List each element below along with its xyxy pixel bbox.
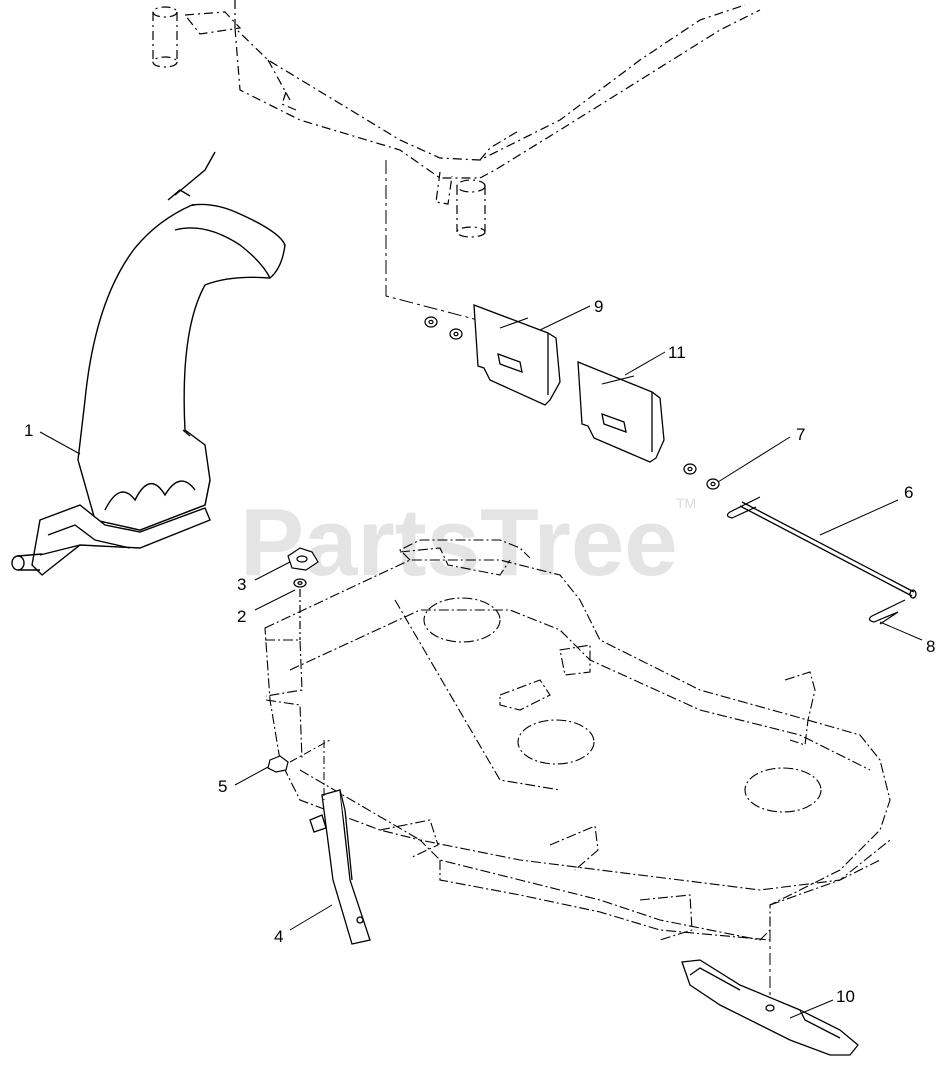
callout-9: 9 xyxy=(594,297,603,316)
pivot-rod xyxy=(739,501,917,599)
callout-2: 2 xyxy=(237,607,246,626)
callout-11: 11 xyxy=(668,343,686,362)
baffle-plate-9 xyxy=(473,304,561,406)
baffle-plate-11 xyxy=(577,361,665,463)
hairpin-clip-lower xyxy=(868,599,906,625)
leader-lines xyxy=(39,305,923,1019)
watermark-tm: TM xyxy=(676,495,696,511)
assembly-centerline xyxy=(385,160,479,321)
mower-blade xyxy=(681,959,859,1056)
washer-pair-upper xyxy=(424,316,463,340)
hex-nut xyxy=(267,755,289,773)
callout-5: 5 xyxy=(218,777,227,796)
callout-8: 8 xyxy=(926,637,935,656)
watermark: PartsTree TM xyxy=(240,489,696,596)
discharge-chute xyxy=(11,151,286,576)
knob-assembly xyxy=(287,547,319,640)
watermark-brand: PartsTree xyxy=(240,489,678,596)
deflector xyxy=(309,789,371,945)
mower-deck xyxy=(264,539,891,941)
callout-labels: 1 2 3 4 5 6 7 8 9 10 11 xyxy=(24,297,935,1006)
callout-1: 1 xyxy=(24,421,33,440)
callout-7: 7 xyxy=(796,425,805,444)
callout-4: 4 xyxy=(274,927,283,946)
callout-3: 3 xyxy=(237,575,246,594)
hairpin-clip-upper xyxy=(726,496,761,519)
nut-centerline xyxy=(289,739,331,763)
mower-frame xyxy=(152,0,761,238)
callout-6: 6 xyxy=(904,483,913,502)
washer-pair-lower xyxy=(683,463,720,490)
callout-10: 10 xyxy=(836,987,855,1006)
